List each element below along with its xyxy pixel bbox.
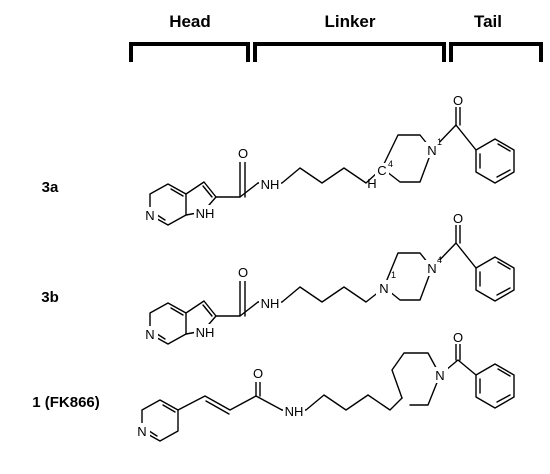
atom-fk866-O-amide: O [253,366,263,381]
atom-3b-N-pyridine: N [145,327,154,342]
atom-3a-NH-ring: NH [196,206,215,221]
atom-3b-N1-piperazine: N [379,281,388,296]
atom-3a-N-piperidine: N [427,143,436,158]
linker-header: Linker [324,12,375,31]
atom-3a-O-amide: O [238,146,248,161]
atom-fk866-NH-amide: NH [285,404,304,419]
structure-3b: N NH O NH N 1 N 4 O [142,211,515,345]
atom-3a-N-locant: 1 [437,137,442,147]
atom-3a-NH-amide: NH [261,177,280,192]
compound-3a-label: 3a [42,179,59,196]
atom-3b-NH-ring: NH [196,325,215,340]
linker-bracket [253,42,446,62]
atom-3b-O-amide: O [238,265,248,280]
atom-3b-N1-locant: 1 [391,270,396,280]
atom-3a-O-tail: O [453,93,463,108]
atom-fk866-N-piperidine: N [435,368,444,383]
compound-3b-label: 3b [41,289,59,306]
tail-bracket [449,42,543,62]
atom-3b-N4-locant: 4 [437,255,442,265]
structure-3a: N NH O NH N 1 C 4 H O [142,93,515,226]
atom-3a-C-locant: 4 [388,159,393,169]
tail-header: Tail [474,12,502,31]
head-header: Head [169,12,211,31]
atom-fk866-O-tail: O [453,330,463,345]
atom-3b-N4-piperazine: N [427,261,436,276]
atom-3b-NH-amide: NH [261,296,280,311]
compound-1-label: 1 (FK866) [32,394,100,411]
atom-3a-H: H [367,176,376,191]
atom-3b-O-tail: O [453,211,463,226]
atom-3a-N-pyridine: N [145,208,154,223]
atom-3a-C4: C [377,163,386,178]
structure-fk866: N O NH N O [134,330,515,442]
head-bracket [129,42,250,62]
atom-fk866-N-pyridine: N [137,424,146,439]
